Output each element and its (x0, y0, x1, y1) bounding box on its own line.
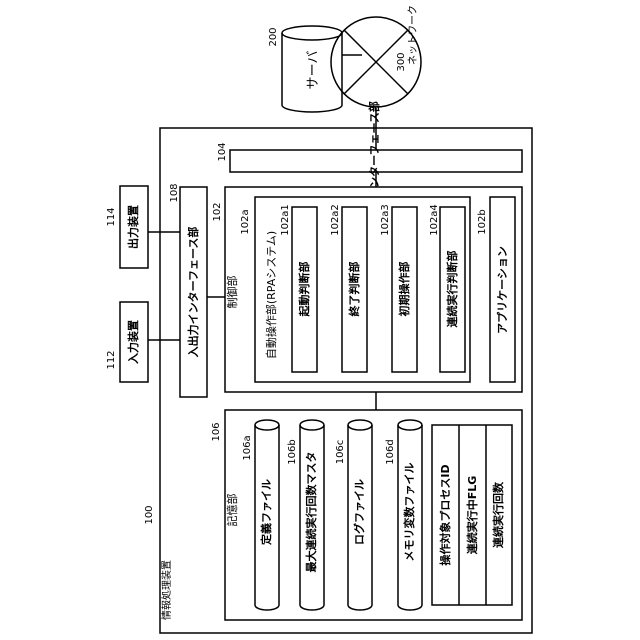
server-ref: 200 (268, 27, 279, 46)
network-label: ネットワーク (407, 5, 419, 65)
file-log-label: ログファイル (352, 479, 366, 545)
application-ref: 102b (477, 209, 488, 234)
memory-field-process-id: 操作対象プロセスID (438, 464, 452, 565)
module-initial-op-label: 初期操作部 (397, 262, 411, 317)
module-start-judge-label: 起動判断部 (297, 262, 311, 318)
file-memory-ref: 106d (385, 439, 396, 464)
file-memory-label: メモリ変数ファイル (402, 463, 416, 562)
rpa-label: 自動操作部(RPAシステム) (264, 231, 278, 359)
control-label: 制御部 (225, 276, 239, 309)
memory-field-continuous-flg: 連続実行中FLG (465, 476, 479, 555)
network-ref: 300 (396, 52, 407, 71)
storage-ref: 106 (211, 422, 222, 441)
storage-label: 記憶部 (225, 494, 239, 527)
rpa-ref: 102a (240, 209, 251, 234)
memory-field-continuous-count: 連続実行回数 (491, 481, 505, 548)
file-definition-label: 定義ファイル (259, 479, 273, 545)
file-max-continuous-master-ref: 106b (287, 439, 298, 464)
output-device-ref: 114 (106, 207, 117, 226)
comm-interface-ref: 104 (217, 142, 228, 161)
module-end-judge-label: 終了判断部 (347, 262, 361, 317)
module-initial-op-ref: 102a3 (380, 204, 391, 236)
module-continuous-judge-ref: 102a4 (429, 204, 440, 236)
application-label: アプリケーション (495, 246, 509, 334)
file-max-continuous-master-label: 最大連続実行回数マスタ (304, 452, 318, 573)
output-device-label: 出力装置 (126, 205, 140, 249)
control-ref: 102 (212, 202, 223, 221)
file-log-ref: 106c (335, 440, 346, 465)
apparatus-label: 情報処理装置 (160, 560, 173, 620)
module-start-judge-ref: 102a1 (280, 204, 291, 236)
server-label: サーバ (306, 51, 321, 90)
module-end-judge-ref: 102a2 (330, 204, 341, 236)
file-definition-ref: 106a (242, 435, 253, 460)
module-continuous-judge-label: 連続実行判断部 (445, 251, 459, 328)
apparatus-ref: 100 (144, 505, 155, 524)
io-interface-label: 入出力インターフェース部 (186, 227, 200, 358)
input-device-ref: 112 (106, 350, 117, 369)
io-interface-ref: 108 (169, 183, 180, 202)
input-device-label: 入力装置 (126, 320, 140, 364)
